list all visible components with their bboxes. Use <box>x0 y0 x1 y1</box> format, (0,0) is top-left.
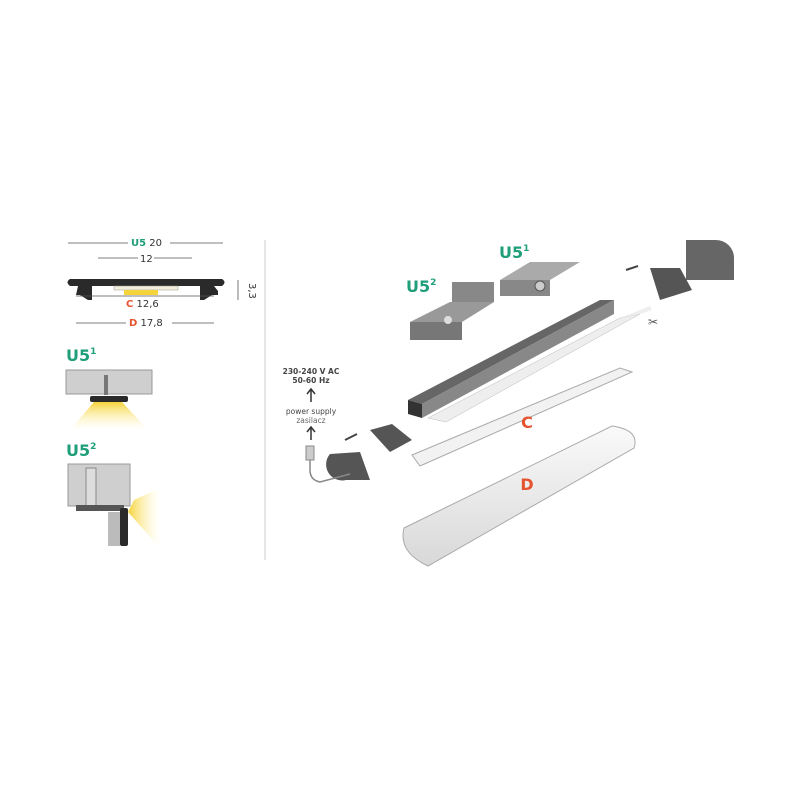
cover-c-label: C <box>521 413 533 432</box>
cross-section: U5 20 12 C 12,6 D 17,8 3,3 <box>67 236 257 329</box>
end-caps-left <box>305 424 412 483</box>
led-strip <box>124 290 158 295</box>
svg-text:U52: U52 <box>66 441 96 460</box>
end-caps-right <box>625 240 734 300</box>
bracket-2-name: U5 <box>406 277 430 296</box>
profile-name-label: U5 <box>131 238 146 249</box>
power-supply-info: 230-240 V AC 50-60 Hz power supply zasil… <box>283 367 340 440</box>
cover-d-label: D <box>520 475 533 494</box>
cover-d-width: 17,8 <box>141 318 163 329</box>
mounting-2-variant: 2 <box>90 442 96 452</box>
ceiling <box>65 369 153 395</box>
scissors-icon: ✂ <box>648 315 658 329</box>
wall <box>67 463 131 507</box>
power-cable <box>309 450 351 483</box>
mounting-1-variant: 1 <box>90 347 96 357</box>
light-beam <box>128 488 160 548</box>
width-value: 20 <box>149 238 162 249</box>
svg-text:U51: U51 <box>66 346 96 365</box>
arrow-icon <box>344 433 358 441</box>
frequency-label: 50-60 Hz <box>292 376 329 385</box>
svg-text:U52: U52 <box>406 277 436 296</box>
svg-text:D 17,8: D 17,8 <box>129 318 163 329</box>
power-supply-label: power supply <box>286 407 337 416</box>
aluminium-profile <box>408 300 614 418</box>
svg-text:U51: U51 <box>499 243 529 262</box>
arrow-icon <box>625 265 639 271</box>
power-supply-label-pl: zasilacz <box>296 416 325 425</box>
bracket-1-name: U5 <box>499 243 523 262</box>
svg-text:C 12,6: C 12,6 <box>126 299 159 310</box>
led-strip: ✂ <box>427 306 658 423</box>
mounting-ceiling: U51 <box>65 346 153 430</box>
bracket-1-variant: 1 <box>523 244 529 254</box>
mounting-2-name: U5 <box>66 441 90 460</box>
arrow-up-icon <box>306 387 316 402</box>
cover-c: C <box>411 367 634 467</box>
cover-d: D <box>402 425 636 567</box>
bracket-u5-2 <box>410 282 494 340</box>
cover-c-width: 12,6 <box>137 299 159 310</box>
exploded-view: U52 U51 ✂ C D <box>283 240 734 567</box>
profile-icon <box>90 396 128 402</box>
mounting-1-name: U5 <box>66 346 90 365</box>
svg-text:U5 20: U5 20 <box>131 238 162 249</box>
bracket-2-variant: 2 <box>430 278 436 288</box>
height-value: 3,3 <box>246 283 257 299</box>
arrow-up-icon <box>306 425 316 440</box>
profile-shape <box>67 279 225 286</box>
cover-c-letter: C <box>126 299 133 310</box>
mounting-wall: U52 <box>66 441 160 548</box>
inner-width-value: 12 <box>140 254 153 265</box>
light-beam <box>70 402 148 430</box>
cover-d-letter: D <box>129 318 137 329</box>
voltage-label: 230-240 V AC <box>283 367 340 376</box>
bracket-u5-1 <box>500 262 580 296</box>
